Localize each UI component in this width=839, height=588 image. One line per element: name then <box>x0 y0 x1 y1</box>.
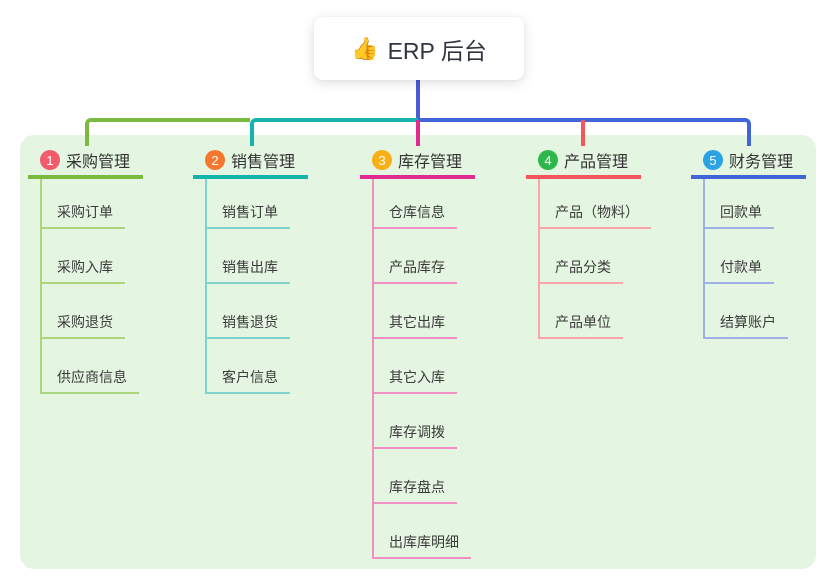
branch-2-label: 销售管理 <box>231 154 296 171</box>
child-node[interactable]: 其它出库 <box>372 314 457 339</box>
branch-2-trunk-line <box>205 179 207 394</box>
connector-branch-4 <box>581 120 585 146</box>
child-node[interactable]: 出库库明细 <box>372 534 471 559</box>
branch-node-product[interactable]: 4 产品管理 <box>526 148 642 179</box>
branch-5-label: 财务管理 <box>729 154 794 171</box>
branch-5-trunk-line <box>703 179 705 339</box>
branch-3-trunk-line <box>372 179 374 559</box>
child-node[interactable]: 回款单 <box>703 204 774 229</box>
branch-1-badge: 1 <box>40 150 60 170</box>
child-node[interactable]: 结算账户 <box>703 314 788 339</box>
child-node[interactable]: 产品单位 <box>538 314 623 339</box>
mindmap-canvas <box>20 135 816 569</box>
child-node[interactable]: 客户信息 <box>205 369 290 394</box>
branch-2-badge: 2 <box>205 150 225 170</box>
branch-4-label: 产品管理 <box>564 154 629 171</box>
child-node[interactable]: 销售出库 <box>205 259 290 284</box>
branch-3-label: 库存管理 <box>398 154 463 171</box>
branch-node-finance[interactable]: 5 财务管理 <box>691 148 807 179</box>
child-node[interactable]: 产品分类 <box>538 259 623 284</box>
child-node[interactable]: 其它入库 <box>372 369 457 394</box>
child-node[interactable]: 付款单 <box>703 259 774 284</box>
child-node[interactable]: 销售退货 <box>205 314 290 339</box>
root-node-erp[interactable]: 👍 ERP 后台 <box>314 17 524 80</box>
root-title: ERP 后台 <box>387 37 487 64</box>
child-node[interactable]: 仓库信息 <box>372 204 457 229</box>
connector-branch-1 <box>85 118 250 146</box>
branch-1-label: 采购管理 <box>66 154 131 171</box>
branch-node-inventory[interactable]: 3 库存管理 <box>360 148 476 179</box>
thumbs-up-icon: 👍 <box>351 35 379 61</box>
child-node[interactable]: 采购入库 <box>40 259 125 284</box>
branch-5-badge: 5 <box>703 150 723 170</box>
child-node[interactable]: 库存调拨 <box>372 424 457 449</box>
child-node[interactable]: 供应商信息 <box>40 369 139 394</box>
child-node[interactable]: 产品库存 <box>372 259 457 284</box>
child-node[interactable]: 销售订单 <box>205 204 290 229</box>
child-node[interactable]: 采购退货 <box>40 314 125 339</box>
child-node[interactable]: 采购订单 <box>40 204 125 229</box>
branch-node-sales[interactable]: 2 销售管理 <box>193 148 309 179</box>
branch-4-badge: 4 <box>538 150 558 170</box>
root-connector-line <box>416 80 420 122</box>
connector-branch-3 <box>416 120 420 146</box>
branch-3-badge: 3 <box>372 150 392 170</box>
branch-4-trunk-line <box>538 179 540 339</box>
connector-branch-2 <box>250 118 418 146</box>
child-node[interactable]: 产品（物料） <box>538 204 651 229</box>
branch-1-trunk-line <box>40 179 42 394</box>
child-node[interactable]: 库存盘点 <box>372 479 457 504</box>
branch-node-purchase[interactable]: 1 采购管理 <box>28 148 144 179</box>
